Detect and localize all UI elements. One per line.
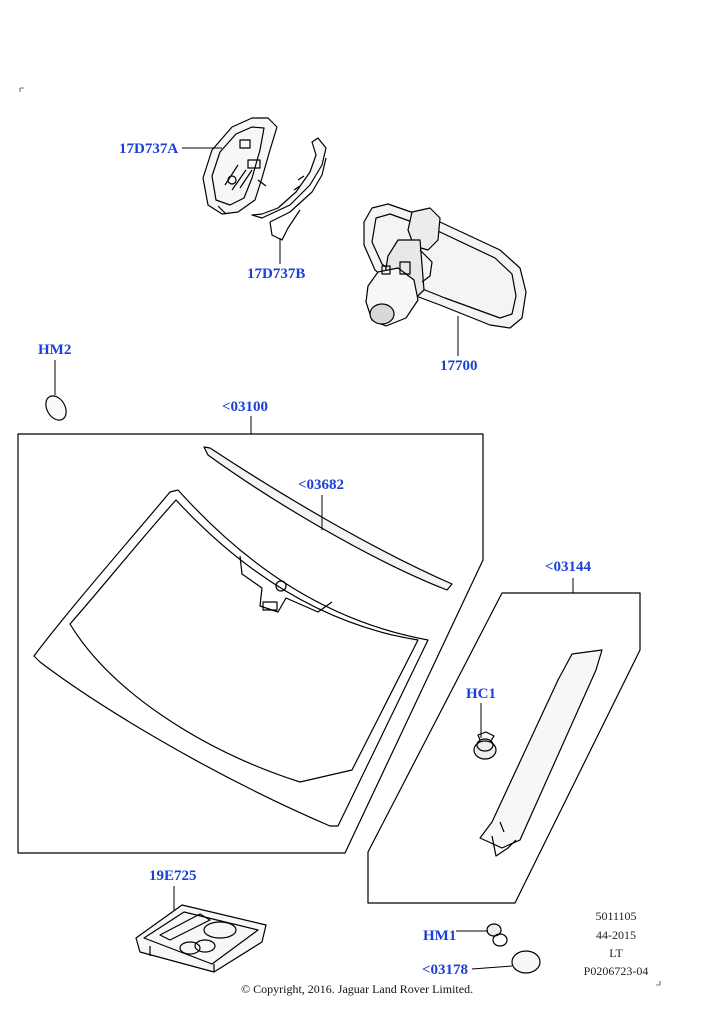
label-03144[interactable]: <03144 [545,559,592,575]
label-03178[interactable]: <03178 [422,962,469,978]
label-19e725[interactable]: 19E725 [149,868,197,884]
a-pillar-trim[interactable] [479,649,603,857]
label-hm2[interactable]: HM2 [38,342,72,358]
label-17700[interactable]: 17700 [440,358,478,374]
adhesive-kit[interactable] [135,904,267,973]
label-17d737b[interactable]: 17D737B [247,266,306,282]
label-03100[interactable]: <03100 [222,399,269,415]
rear-view-mirror[interactable] [363,203,527,329]
corner-tick [656,981,661,986]
meta-region: LT [609,946,623,960]
windscreen-glass[interactable] [33,489,429,827]
label-hc1[interactable]: HC1 [466,686,496,702]
cap-03178[interactable] [511,950,541,974]
mirror-cover-front[interactable] [202,117,278,215]
leader-lines [54,147,574,970]
meta-reference: P0206723-04 [583,964,649,978]
hc1-clip[interactable] [473,731,497,760]
a-pillar-group-outline [367,592,641,904]
corner-tick [19,87,24,92]
windscreen-moulding[interactable] [203,446,453,591]
label-hm1[interactable]: HM1 [423,928,457,944]
meta-illustration-number: 5011105 [595,909,637,923]
hm2-cap[interactable] [42,392,71,424]
label-03682[interactable]: <03682 [298,477,345,493]
copyright-notice: © Copyright, 2016. Jaguar Land Rover Lim… [241,982,474,996]
windscreen-group-outline [17,433,484,854]
mirror-cover-rear[interactable] [251,137,327,241]
hm1-clip[interactable] [486,923,508,947]
meta-date-code: 44-2015 [596,928,636,942]
label-17d737a[interactable]: 17D737A [119,141,179,157]
